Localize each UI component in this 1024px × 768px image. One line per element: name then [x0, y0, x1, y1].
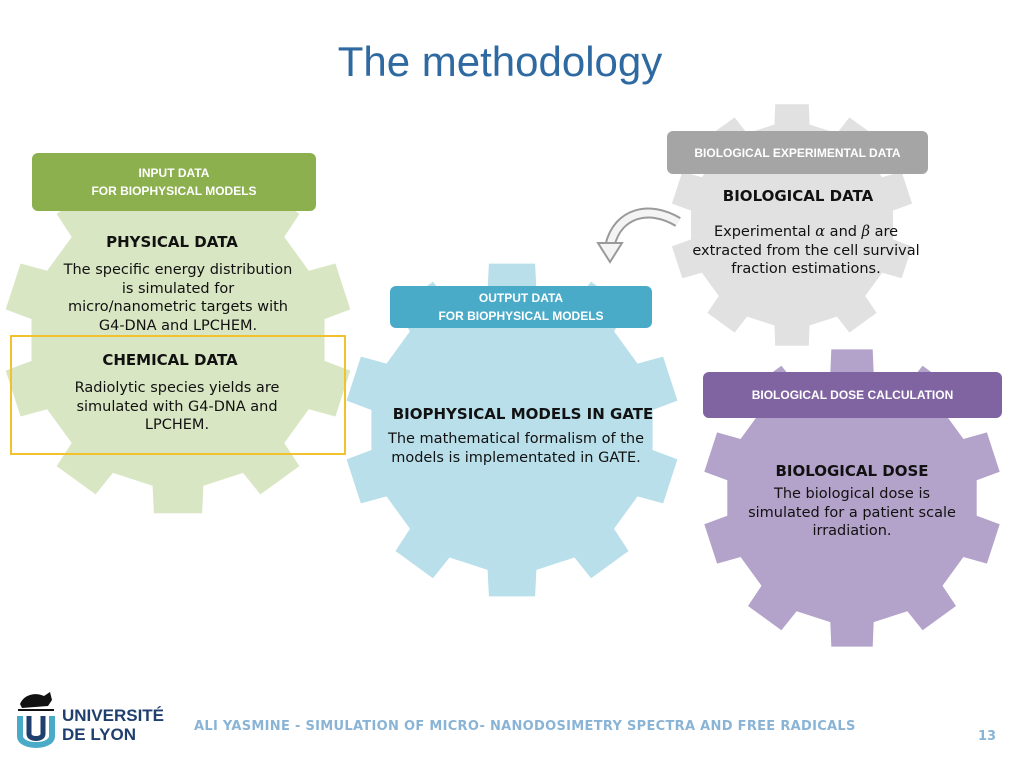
logo-line2: DE LYON: [62, 725, 137, 744]
footer-text: ALI YASMINE - SIMULATION OF MICRO- NANOD…: [194, 719, 856, 734]
biological-data-label: BIOLOGICAL DATA: [722, 187, 874, 205]
biophysical-models-text: The mathematical formalism of the models…: [362, 430, 670, 467]
physical-data-text: The specific energy distribution is simu…: [42, 261, 314, 335]
text-fragment: and: [825, 224, 862, 240]
logo-line1: UNIVERSITÉ: [62, 706, 165, 725]
physical-data-label: PHYSICAL DATA: [106, 233, 238, 251]
curved-arrow-icon: [596, 207, 681, 264]
biological-text-line: fraction estimations.: [731, 261, 881, 277]
biological-dose-label: BIOLOGICAL DOSE: [775, 462, 929, 480]
chemical-data-text: Radiolytic species yields are simulated …: [42, 379, 312, 435]
biophysical-text-line: The mathematical formalism of the: [387, 431, 645, 447]
dose-text-line: The biological dose is: [773, 486, 931, 502]
blue-gear: [346, 263, 678, 597]
output-data-header: OUTPUT DATA FOR BIOPHYSICAL MODELS: [390, 286, 652, 328]
chemical-text-line: LPCHEM.: [144, 417, 210, 433]
chemical-text-line: simulated with G4-DNA and: [76, 398, 278, 415]
biological-text-line: extracted from the cell survival: [692, 242, 920, 259]
slide-title: The methodology: [337, 38, 663, 85]
text-fragment: are: [869, 224, 899, 240]
input-data-header: INPUT DATA FOR BIOPHYSICAL MODELS: [32, 153, 316, 211]
output-header-line1: OUTPUT DATA: [478, 291, 564, 305]
physical-text-line: is simulated for: [121, 280, 235, 297]
gear-blue-shape: [346, 263, 678, 597]
biophysical-text-line: models is implementated in GATE.: [391, 449, 641, 466]
alpha-symbol: α: [815, 224, 826, 240]
input-header-line1: INPUT DATA: [138, 166, 210, 180]
biological-dose-text: The biological dose is simulated for a p…: [722, 485, 982, 541]
output-header-line2: FOR BIOPHYSICAL MODELS: [438, 309, 604, 323]
university-logo-icon: [14, 688, 58, 758]
dose-text-line: irradiation.: [812, 523, 892, 539]
physical-text-line: G4-DNA and LPCHEM.: [98, 317, 258, 334]
dose-calculation-header: BIOLOGICAL DOSE CALCULATION: [703, 372, 1002, 418]
physical-text-line: The specific energy distribution: [63, 262, 293, 278]
beta-symbol: β: [861, 224, 870, 240]
gear-purple-shape: [704, 349, 1000, 647]
biophysical-models-label: BIOPHYSICAL MODELS IN GATE: [392, 405, 654, 423]
gear-green-shape: [5, 166, 351, 514]
text-fragment: Experimental: [713, 224, 816, 240]
biological-data-text: Experimental α and β are extracted from …: [676, 223, 936, 279]
physical-text-line: micro/nanometric targets with: [68, 299, 288, 315]
chemical-data-highlight: [10, 335, 346, 455]
chemical-data-label: CHEMICAL DATA: [102, 351, 238, 369]
experimental-data-header: BIOLOGICAL EXPERIMENTAL DATA: [667, 131, 928, 174]
dose-text-line: simulated for a patient scale: [748, 504, 956, 521]
purple-gear: [704, 349, 1000, 647]
biological-text-line: Experimental α and β are: [676, 223, 936, 242]
chemical-text-line: Radiolytic species yields are: [74, 380, 280, 396]
page-number: 13: [978, 729, 997, 744]
green-gear: [5, 166, 351, 514]
input-header-line2: FOR BIOPHYSICAL MODELS: [91, 184, 257, 198]
